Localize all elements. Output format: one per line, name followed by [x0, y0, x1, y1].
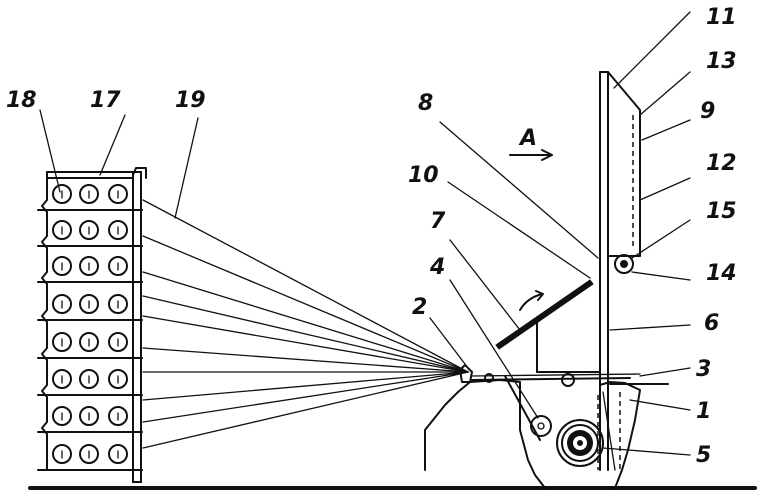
bobbin	[52, 294, 72, 314]
bobbin	[108, 406, 128, 426]
bobbin	[79, 184, 99, 204]
press-roller	[530, 415, 552, 437]
creel	[37, 167, 147, 483]
creel-post	[132, 171, 142, 483]
bobbin	[79, 369, 99, 389]
bobbin	[52, 184, 72, 204]
warp-thread	[142, 371, 469, 401]
warp-thread	[142, 371, 469, 449]
bobbin	[108, 256, 128, 276]
direction-label: A	[518, 126, 537, 151]
bobbin	[52, 332, 72, 352]
warp-thread	[142, 315, 469, 373]
guide-roller	[484, 373, 494, 383]
label-10: 10	[408, 163, 439, 188]
vertical-board	[599, 71, 641, 471]
bobbin	[108, 332, 128, 352]
bobbin	[79, 294, 99, 314]
label-1: 1	[696, 399, 711, 424]
label-9: 9	[700, 99, 715, 124]
bobbin	[52, 220, 72, 240]
warp-thread	[142, 371, 469, 423]
warp-thread	[142, 235, 469, 373]
label-12: 12	[706, 151, 737, 176]
label-18: 18	[6, 88, 37, 113]
label-2: 2	[412, 295, 427, 320]
label-19: 19	[175, 88, 206, 113]
label-17: 17	[90, 88, 121, 113]
bobbin	[79, 444, 99, 464]
bobbin	[79, 332, 99, 352]
label-7: 7	[430, 209, 446, 234]
label-8: 8	[418, 91, 433, 116]
tilting-plate	[495, 279, 601, 373]
bobbin	[79, 220, 99, 240]
machine-frame	[424, 364, 669, 489]
label-4: 4	[429, 255, 445, 280]
callout-labels: 18 17 19 8 10 7 4 2 11 13 9 12 15 14 6 3…	[6, 5, 737, 468]
bobbin	[108, 444, 128, 464]
bobbin	[52, 406, 72, 426]
label-13: 13	[706, 49, 737, 74]
label-5: 5	[696, 443, 711, 468]
direction-arrow: A	[509, 126, 553, 161]
leader-lines	[39, 11, 691, 456]
warp-beam-drum	[556, 419, 604, 467]
bobbin	[79, 406, 99, 426]
label-14: 14	[706, 261, 737, 286]
warp-thread	[142, 295, 469, 373]
bobbin	[108, 369, 128, 389]
warp-thread	[142, 347, 469, 373]
tension-roller	[561, 373, 575, 387]
bobbin	[108, 184, 128, 204]
label-11: 11	[706, 5, 737, 30]
warp-threads	[142, 199, 469, 449]
warp-thread	[142, 271, 469, 373]
label-6: 6	[704, 311, 719, 336]
label-15: 15	[706, 199, 737, 224]
bobbin	[108, 220, 128, 240]
bobbin	[108, 294, 128, 314]
bobbin	[52, 369, 72, 389]
bobbin	[79, 256, 99, 276]
warp-thread	[142, 199, 469, 373]
bobbin	[52, 256, 72, 276]
bobbin	[52, 444, 72, 464]
label-3: 3	[696, 357, 711, 382]
